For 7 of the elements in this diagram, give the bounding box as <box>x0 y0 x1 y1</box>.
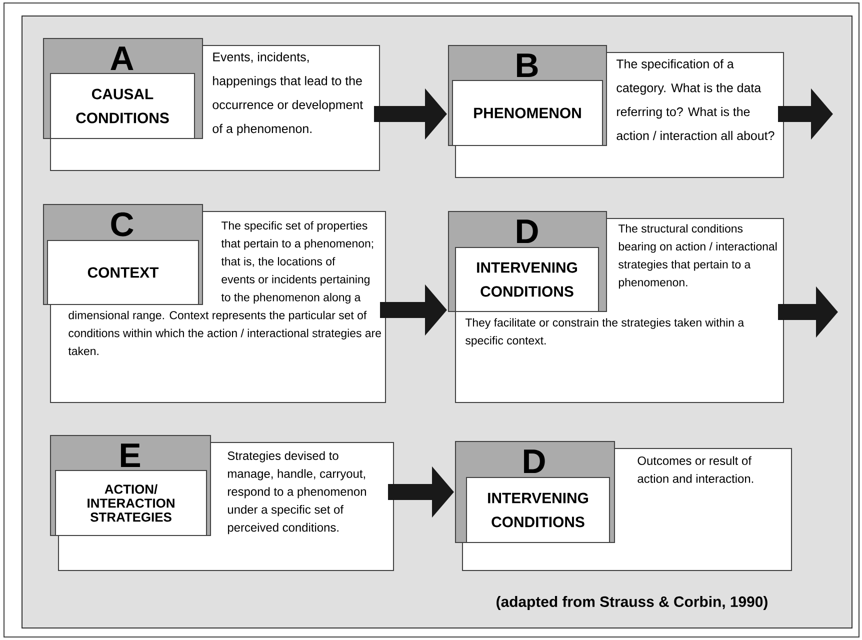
title-box: CONTEXT <box>47 240 199 305</box>
title-box: INTERVENING CONDITIONS <box>466 477 610 543</box>
title-box: INTERVENING CONDITIONS <box>455 247 599 312</box>
citation: (adapted from Strauss & Corbin, 1990) <box>496 596 768 610</box>
title-box: PHENOMENON <box>452 80 603 146</box>
title-box: CAUSAL CONDITIONS <box>50 73 195 139</box>
title-box: ACTION/ INTERACTION STRATEGIES <box>55 470 207 536</box>
